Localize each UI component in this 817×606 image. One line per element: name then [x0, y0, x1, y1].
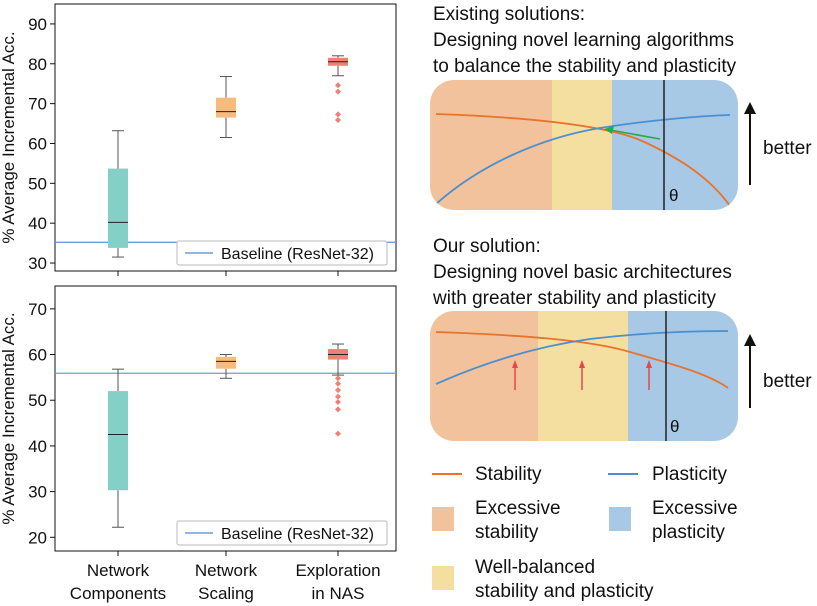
legend-excessive-plasticity-line-1: Excessive — [652, 498, 738, 519]
red-arrow-2-head — [579, 360, 585, 368]
existing-title-line-1: Existing solutions: — [433, 4, 586, 25]
legend-excessive-stability-line-1: Excessive — [475, 498, 561, 519]
existing-better-label: better — [763, 138, 812, 159]
ours-title-line-3: with greater stability and plasticity — [433, 288, 717, 309]
box-3 — [328, 343, 348, 437]
legend-box — [176, 240, 388, 266]
diagram-legend — [432, 473, 638, 590]
y-tick-label: 60 — [28, 346, 47, 365]
excessive-plasticity-region — [612, 80, 738, 210]
excessive-stability-region — [430, 311, 538, 441]
legend-excessive-stability-swatch — [432, 507, 454, 531]
outlier-point — [335, 88, 341, 95]
y-tick-label: 90 — [28, 15, 47, 34]
legend-excessive-stability-line-2: stability — [475, 522, 539, 543]
legend-well-balanced-line-1: Well-balanced — [475, 557, 596, 578]
well-balanced-region — [552, 80, 612, 210]
x-tick-label: Network — [87, 561, 150, 580]
ours-title-line-1: Our solution: — [433, 236, 541, 257]
outlier-point — [335, 82, 341, 89]
box-plot-panels: 30 40 50 60 70 80 90 % Average Incremental Acc.… — [0, 3, 397, 603]
outlier-point — [335, 375, 341, 382]
x-tick-label: in NAS — [312, 584, 365, 603]
x-tick-label: Components — [70, 584, 166, 603]
excessive-stability-region — [430, 80, 552, 210]
legend-well-balanced-swatch — [432, 566, 454, 590]
y-tick-label: 30 — [28, 254, 47, 273]
outlier-point — [335, 430, 341, 437]
stability-curve — [435, 331, 729, 389]
y-tick-label: 30 — [28, 483, 47, 502]
outlier-point — [335, 399, 341, 406]
y-axis-label: % Average Incremental Acc. — [0, 312, 18, 524]
legend-box — [176, 520, 388, 546]
outlier-point — [335, 406, 341, 413]
well-balanced-region — [538, 311, 628, 441]
box-2 — [216, 354, 236, 379]
red-arrow-3-head — [646, 360, 652, 368]
ours-better-label: better — [763, 371, 812, 392]
outlier-point — [335, 380, 341, 387]
ours-title-line-2: Designing novel basic architectures — [433, 262, 732, 283]
y-tick-label: 50 — [28, 174, 47, 193]
plasticity-curve — [435, 114, 731, 205]
red-arrow-1-head — [512, 360, 518, 368]
legend-excessive-plasticity-line-2: plasticity — [652, 522, 725, 543]
box-3 — [328, 55, 348, 123]
box-1 — [108, 368, 128, 528]
legend-plasticity-label: Plasticity — [652, 464, 727, 485]
box-plot-panel-2: 20 30 40 50 60 70 % Average Incremental Acc. Ba… — [0, 285, 397, 603]
box-body — [216, 356, 236, 369]
y-tick-label: 70 — [28, 300, 47, 319]
legend-excessive-plasticity-swatch — [609, 507, 631, 531]
our-solution-diagram: θ — [430, 311, 756, 441]
legend-label: Baseline (ResNet-32) — [221, 246, 374, 263]
stability-curve — [435, 113, 731, 207]
legend-label: Baseline (ResNet-32) — [221, 526, 374, 543]
existing-solution-diagram: θ — [430, 80, 756, 210]
legend-well-balanced-line-2: stability and plasticity — [475, 581, 654, 602]
y-tick-label: 40 — [28, 437, 47, 456]
legend-stability-label: Stability — [475, 464, 542, 485]
box-body — [108, 168, 128, 248]
box-1 — [108, 130, 128, 258]
box-plot-panel-1: 30 40 50 60 70 80 90 % Average Incremental Acc.… — [0, 3, 397, 276]
box-body — [216, 97, 236, 118]
outlier-point — [335, 111, 341, 118]
existing-title-line-2: Designing novel learning algorithms — [433, 30, 735, 51]
x-tick-label: Exploration — [295, 561, 380, 580]
x-tick-label: Network — [195, 561, 258, 580]
y-tick-label: 50 — [28, 391, 47, 410]
existing-title-line-3: to balance the stability and plasticity — [433, 56, 737, 77]
plasticity-curve — [435, 330, 729, 385]
existing-theta-label: θ — [669, 186, 678, 205]
green-arrow-shaft — [609, 129, 661, 140]
y-tick-label: 80 — [28, 55, 47, 74]
baseline-legend: Baseline (ResNet-32) — [176, 520, 388, 546]
plot-frame — [54, 285, 397, 552]
green-arrow-head — [604, 126, 614, 134]
ours-theta-label: θ — [670, 417, 679, 436]
outlier-point — [335, 116, 341, 123]
outlier-point — [335, 387, 341, 394]
y-tick-label: 60 — [28, 134, 47, 153]
outlier-point — [335, 393, 341, 400]
box-body — [108, 391, 128, 491]
y-tick-label: 40 — [28, 214, 47, 233]
baseline-legend: Baseline (ResNet-32) — [176, 240, 388, 266]
y-axis-label: % Average Incremental Acc. — [0, 31, 18, 243]
y-tick-label: 70 — [28, 95, 47, 114]
x-tick-label: Scaling — [198, 584, 254, 603]
y-tick-label: 20 — [28, 528, 47, 547]
box-2 — [216, 76, 236, 138]
